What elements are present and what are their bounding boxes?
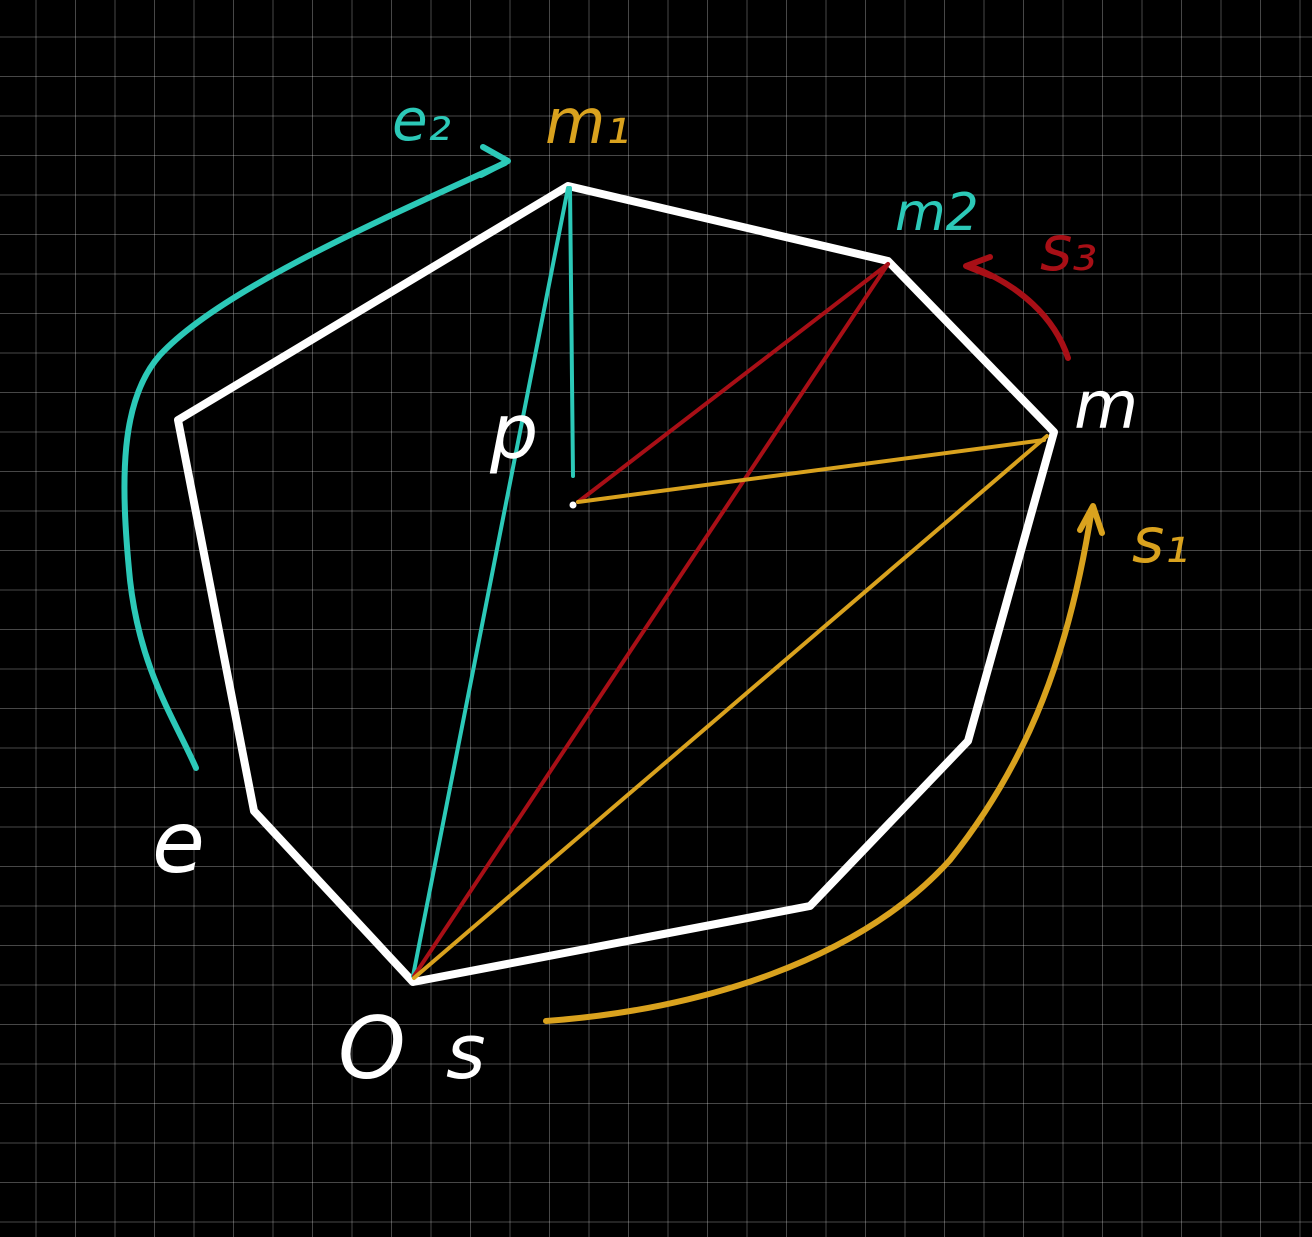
point-p (569, 501, 577, 509)
polygon-outline (174, 182, 1058, 986)
label-o: O (338, 999, 406, 1099)
arrow-s-to-s1 (543, 505, 1095, 1024)
line-o-to-m1 (411, 186, 570, 978)
label-s3: s₃ (1040, 212, 1097, 285)
arrow-head-s1-icon (1077, 503, 1105, 536)
label-m: m (1074, 367, 1138, 444)
label-m1: m₁ (545, 85, 630, 158)
line-o-to-m (412, 434, 1049, 980)
line-p-to-m1 (568, 186, 575, 478)
label-e: e (152, 793, 205, 893)
label-s: s (446, 1007, 486, 1096)
label-m2: m2 (895, 183, 979, 243)
arrow-head-e2-icon (478, 144, 511, 178)
arrow-head-s3-icon (963, 254, 994, 279)
label-s1: s₁ (1132, 504, 1189, 577)
line-o-to-m2 (412, 262, 890, 978)
arrow-e-to-e2 (121, 160, 508, 771)
label-e2: e₂ (392, 86, 451, 154)
line-p-to-m (576, 438, 1046, 504)
line-p-to-m2 (576, 262, 890, 504)
label-p: p (489, 387, 538, 476)
